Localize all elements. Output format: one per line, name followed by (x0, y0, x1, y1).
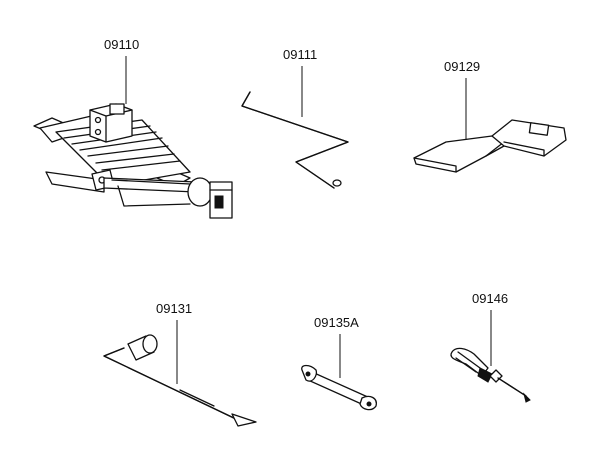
spanner-drawing (301, 364, 377, 411)
screwdriver-drawing (450, 347, 531, 403)
label-jack-handle: 09111 (283, 47, 317, 62)
label-spanner: 09135A (314, 315, 359, 330)
jack-handle-drawing (241, 91, 349, 189)
label-jack: 09110 (104, 37, 139, 52)
jack-drawing (33, 103, 233, 219)
label-screwdriver: 09146 (472, 291, 508, 306)
tool-bag-drawing (413, 119, 567, 173)
label-wheel-wrench: 09131 (156, 301, 192, 316)
wheel-wrench-drawing (103, 334, 257, 427)
label-tool-bag: 09129 (444, 59, 480, 74)
